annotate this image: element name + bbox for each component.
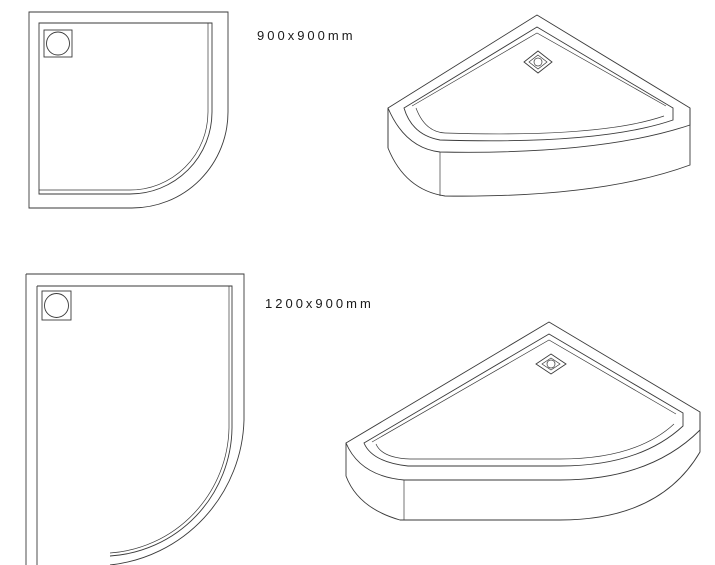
tray-900x900-plan-view [28, 11, 229, 209]
drain-icon [43, 29, 73, 58]
plan-inner-step [39, 23, 209, 191]
tray-1200x900-iso-view [345, 321, 701, 521]
iso-rim-outer [345, 321, 701, 481]
plan-outer-outline [28, 11, 229, 209]
plan-outer-outline [26, 273, 245, 565]
iso-rim-inner [403, 26, 674, 142]
drain-icon [523, 50, 553, 74]
iso-rim-outer [387, 14, 691, 153]
drain-icon [41, 290, 72, 321]
plan-inner-outline [38, 22, 213, 195]
iso-rim-inner [363, 333, 684, 467]
tray-900x900-iso-view [387, 14, 691, 197]
iso-front-wall [345, 412, 701, 521]
size-label-1200x900: 1200x900mm [265, 296, 374, 311]
drain-icon [535, 353, 567, 375]
iso-front-wall [387, 108, 691, 197]
tray-1200x900-plan-view [25, 273, 245, 565]
size-label-900x900: 900x900mm [257, 28, 356, 43]
plan-inner-outline [37, 285, 233, 557]
